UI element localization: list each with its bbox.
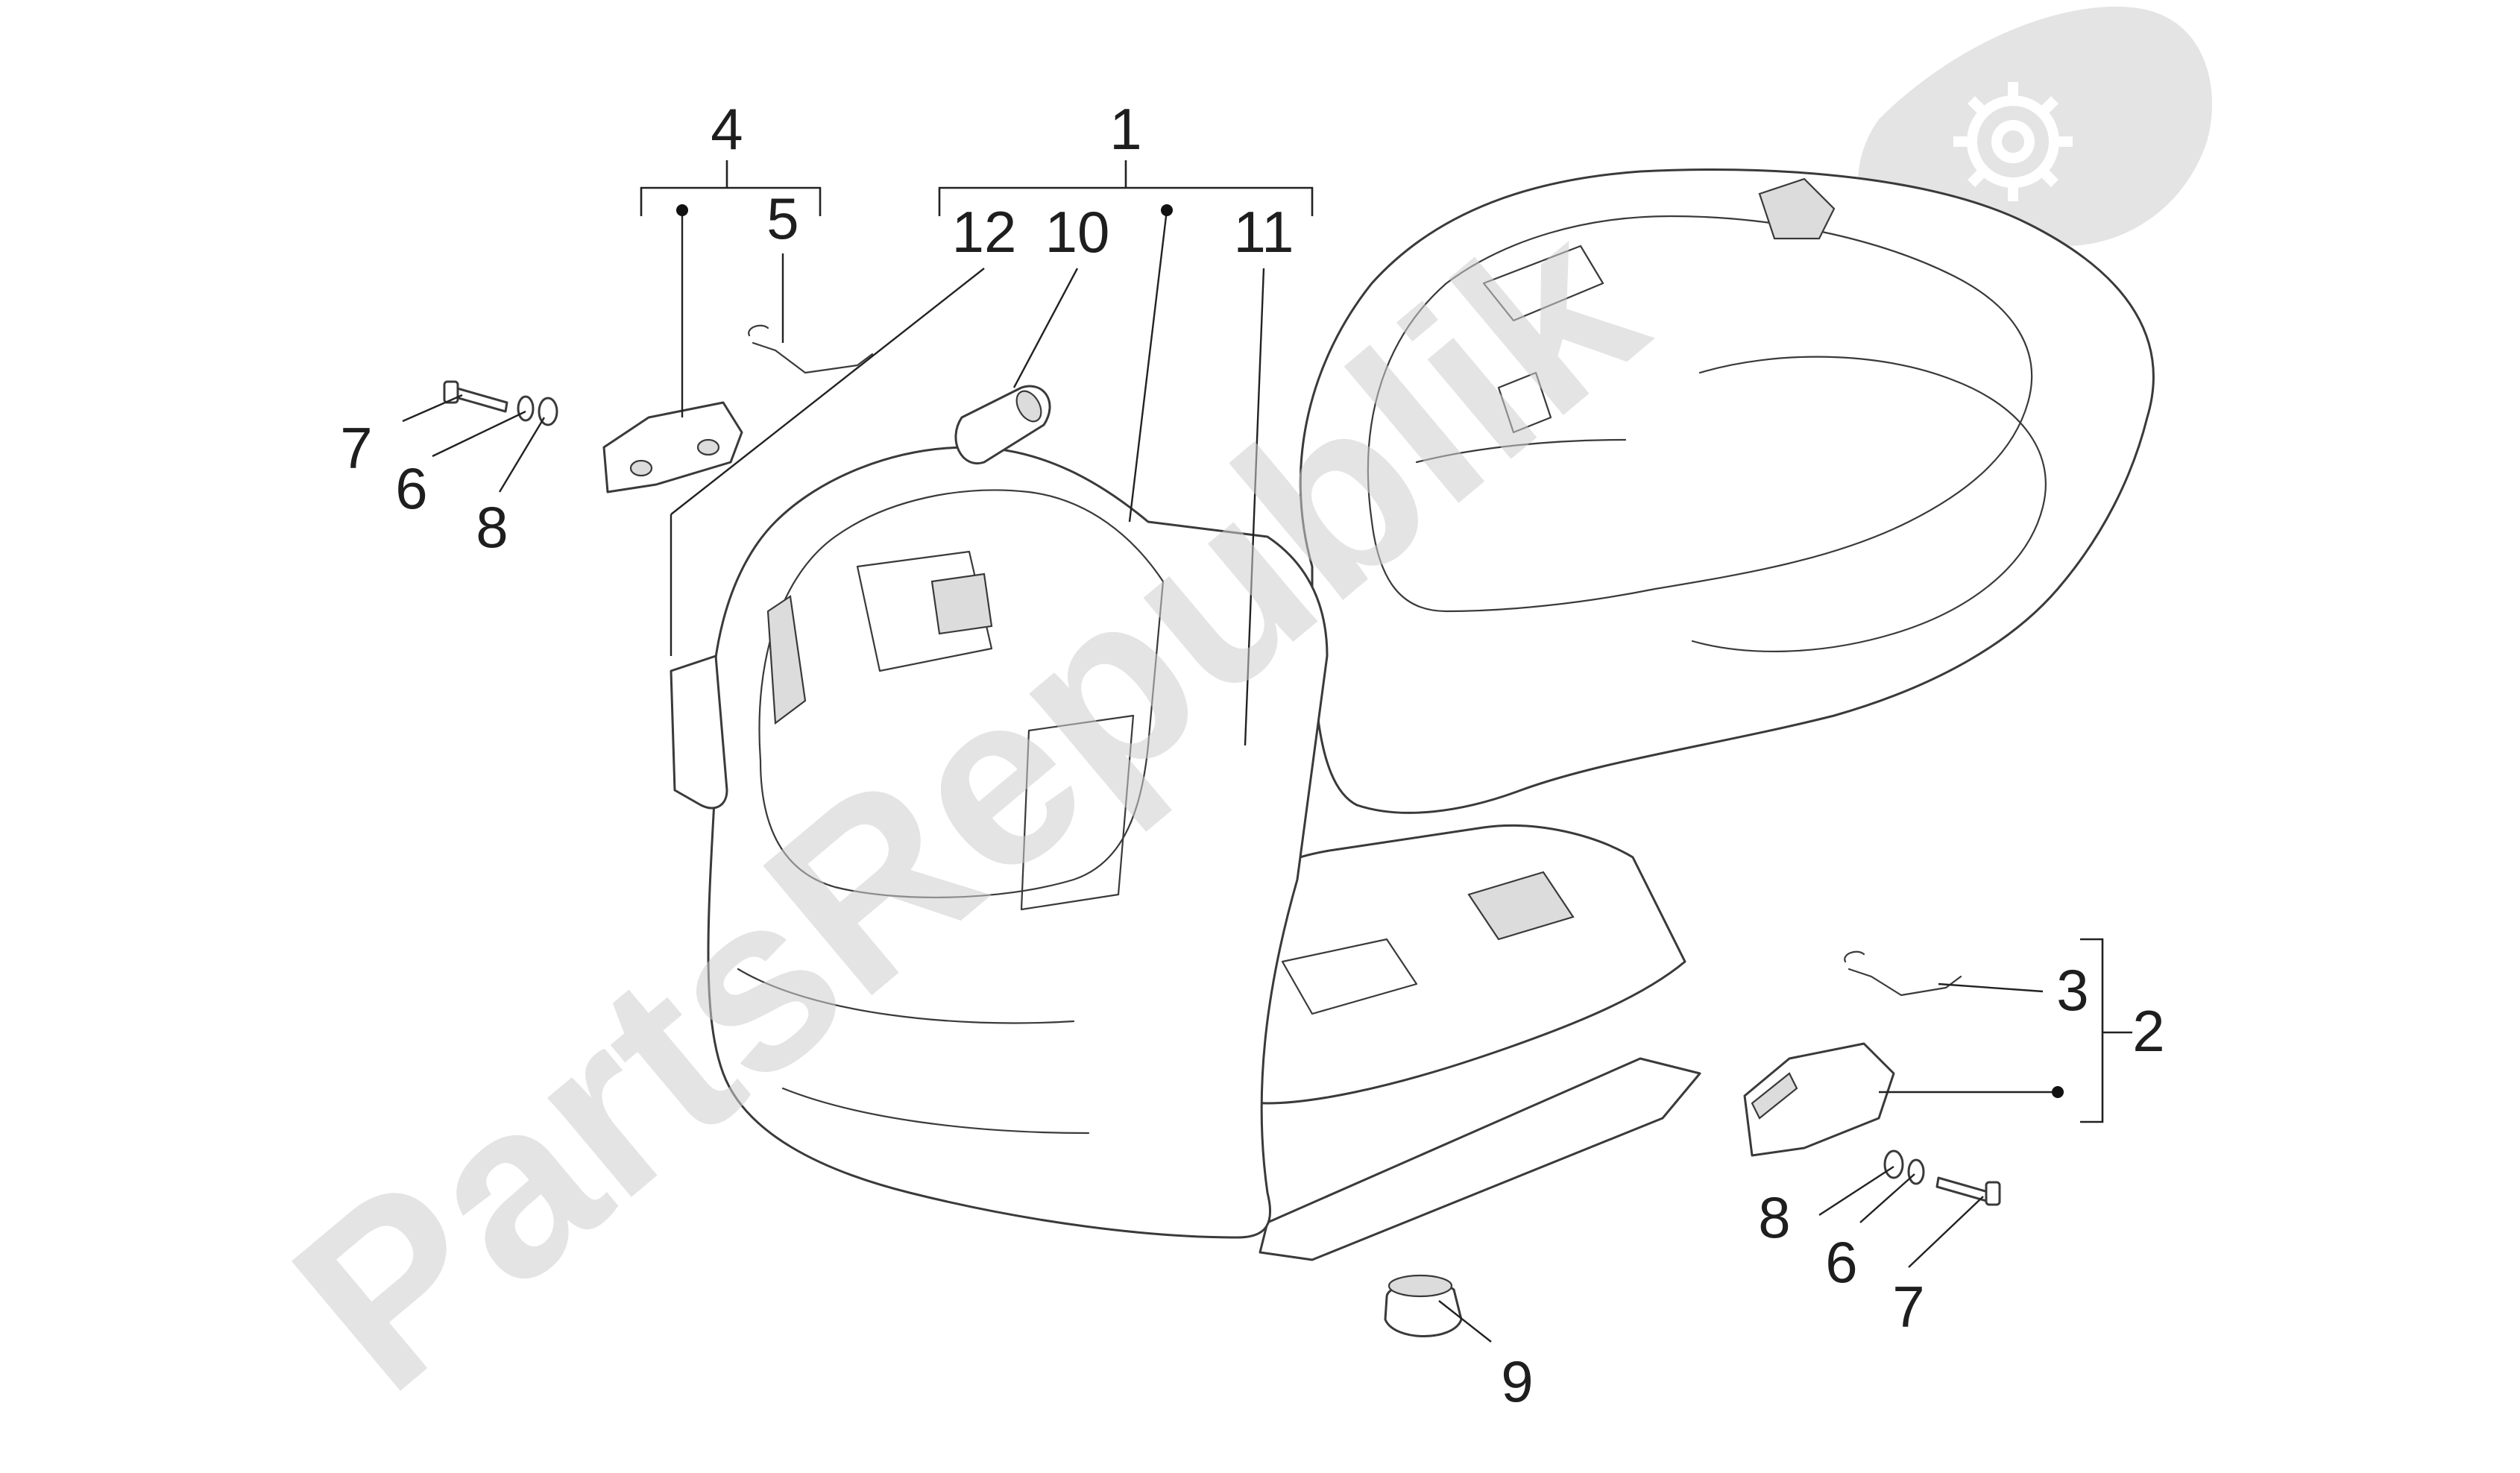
callout-11: 11	[1234, 199, 1294, 265]
leg-shield	[707, 446, 1329, 1239]
callout-12: 12	[952, 199, 1017, 265]
callout-10: 10	[1045, 199, 1110, 265]
part-5-spring-clip-left	[748, 324, 874, 374]
gear-icon	[1953, 82, 2073, 201]
callout-5: 5	[766, 186, 798, 251]
callout-8-right: 8	[1758, 1185, 1790, 1250]
footboard	[1191, 824, 1701, 1261]
part-2-plate-right	[1743, 1042, 1895, 1157]
callout-7-right: 7	[1892, 1274, 1924, 1340]
callout-2: 2	[2132, 998, 2164, 1064]
part-10-sleeve	[954, 385, 1051, 465]
callout-labels: 1 4 5 12 10 11 7 6 8 3 2 8 6 7 9	[340, 96, 2164, 1414]
part-3-spring-clip-right	[1844, 950, 1962, 997]
part-8-washer-right	[1883, 1149, 1904, 1179]
part-12-clip	[670, 655, 728, 810]
part-6-washer-right	[1907, 1158, 1925, 1185]
part-7-screw-right	[1935, 1176, 2001, 1206]
part-4-plate-left	[602, 401, 743, 493]
callout-6-left: 6	[395, 455, 427, 521]
part-6-washer-left	[517, 395, 535, 422]
watermark-badge	[1858, 6, 2212, 247]
leader-lines	[402, 204, 2064, 1343]
callout-1: 1	[1109, 96, 1141, 162]
callout-6-right: 6	[1825, 1229, 1857, 1295]
callout-9: 9	[1501, 1349, 1533, 1414]
callout-4: 4	[711, 96, 743, 162]
callout-8-left: 8	[476, 494, 508, 560]
bracket-group-1	[938, 160, 1314, 216]
part-7-screw-left	[443, 380, 508, 413]
bracket-group-2	[2080, 938, 2132, 1123]
part-9-plug	[1384, 1274, 1463, 1337]
callout-7-left: 7	[340, 415, 372, 481]
bracket-group-4	[640, 160, 822, 216]
callout-3: 3	[2056, 957, 2088, 1023]
rear-body-shell	[1299, 168, 2155, 814]
